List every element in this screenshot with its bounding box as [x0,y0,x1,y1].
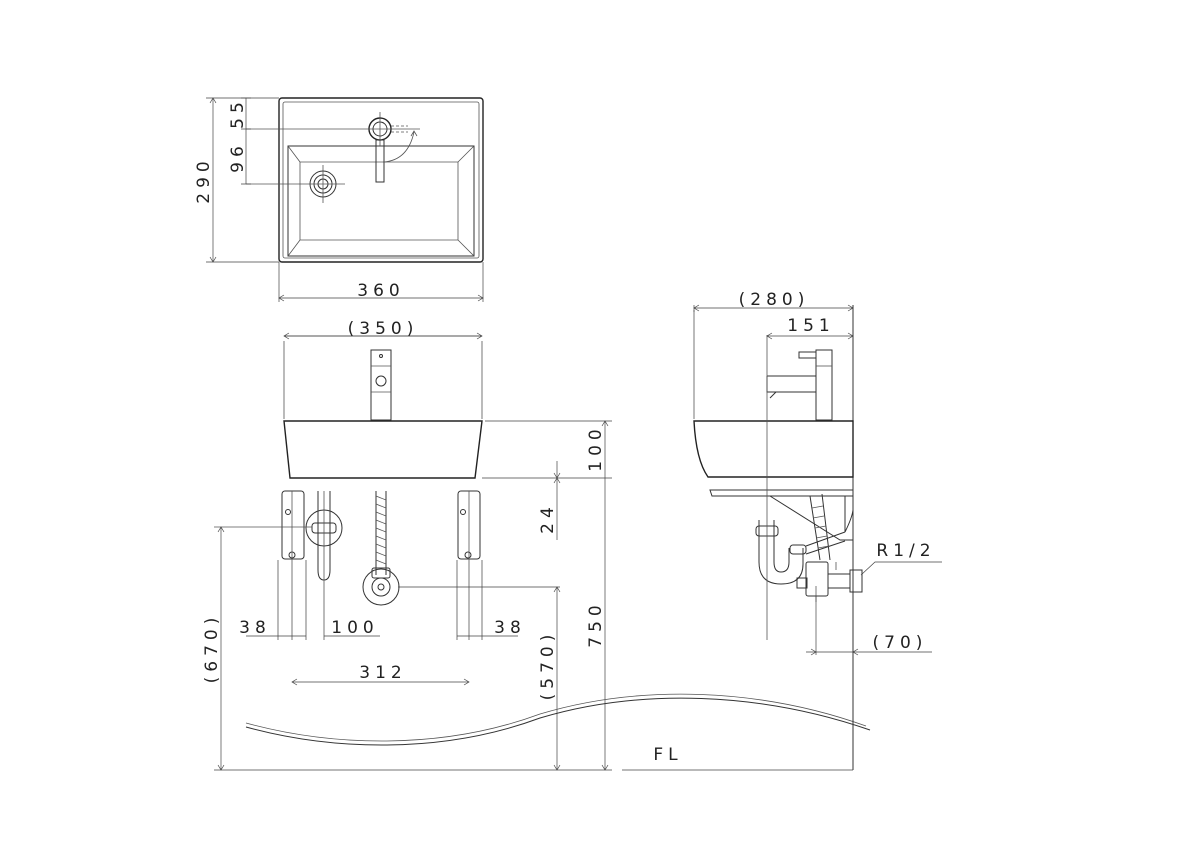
dim-front-right-bracket: 38 [494,618,526,638]
basin-bowl-corners [287,145,475,257]
dim-side-valve-from-wall: (70) [873,633,928,653]
dim-front-bracket-span: 312 [359,663,406,683]
bracket-side [709,489,854,541]
top-view: 360 290 55 96 [194,97,484,302]
dim-front-bowl-height: 100 [586,424,606,471]
dim-top-drain-offset: 96 [228,141,248,173]
side-view: (280) 151 (70) R1/2 FL [622,290,942,771]
dim-side-depth: (280) [739,290,810,310]
basin-front-body [283,420,483,479]
faucet-front-icon [370,349,392,421]
basin-bowl [287,145,475,257]
supply-hose-front [362,491,400,606]
dim-top-width: 360 [357,281,404,301]
basin-bowl-bottom [299,161,459,241]
dimension-arrows [209,97,859,771]
dim-front-bracket-gap: 24 [538,502,558,534]
dim-front-floor-to-bracket: (670) [202,613,222,684]
dim-front-drain-to-supply: 100 [331,618,378,638]
front-view: (350) 100 24 750 (670) (570) 38 100 38 3… [202,319,612,771]
dim-top-faucet-offset: 55 [228,97,248,129]
faucet-top-icon [368,117,418,183]
dim-front-total-height: 750 [586,600,606,647]
supply-hose-side [796,493,863,602]
dim-top-depth: 290 [194,156,214,203]
faucet-side-icon [766,349,833,421]
drain-trap-front [305,491,343,640]
label-thread: R1/2 [876,541,935,561]
bracket-right [456,490,483,640]
dim-front-floor-to-supply: (570) [538,630,558,701]
label-floor: FL [653,745,682,765]
basin-side-body [693,420,854,478]
dim-side-faucet-from-wall: 151 [787,316,834,336]
dim-front-bowl-width: (350) [348,319,419,339]
basin-rim-inner [282,101,480,259]
dim-front-left-bracket: 38 [239,618,271,638]
basin-outline [278,97,484,263]
floor-line [245,697,871,746]
bracket-left [277,490,307,640]
